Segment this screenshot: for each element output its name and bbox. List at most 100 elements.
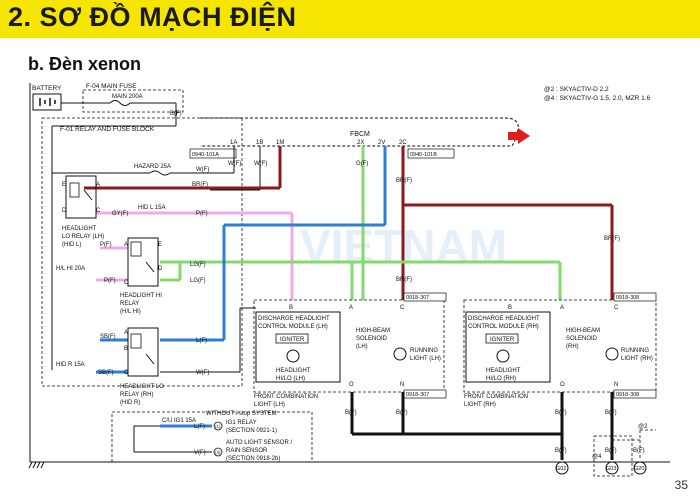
svg-text:RUNNING: RUNNING — [621, 348, 649, 354]
svg-text:LO RELAY (LH): LO RELAY (LH) — [62, 234, 104, 240]
svg-text:E: E — [158, 242, 162, 248]
page-title: 2. SƠ ĐỒ MẠCH ĐIỆN — [8, 2, 297, 32]
svg-text:(4): (4) — [215, 450, 221, 455]
hid-l-relay: E A D C HEADLIGHT LO RELAY (LH) (HID L) — [62, 175, 104, 248]
headlight-lh-icon — [286, 349, 300, 363]
svg-text:1A: 1A — [230, 140, 237, 146]
svg-text:(LH): (LH) — [356, 344, 368, 350]
main-fuse-label: F-04 MAIN FUSE — [86, 83, 137, 90]
title-banner: 2. SƠ ĐỒ MẠCH ĐIỆN — [0, 0, 700, 38]
svg-text:W(F): W(F) — [196, 370, 209, 376]
ground-ticks — [28, 461, 45, 469]
svg-text:E: E — [62, 182, 66, 188]
svg-text:0918-308: 0918-308 — [616, 295, 639, 301]
svg-text:2C: 2C — [399, 140, 407, 146]
svg-text:@2: @2 — [638, 424, 648, 430]
svg-text:B(F): B(F) — [396, 410, 408, 416]
svg-text:SOLENOID: SOLENOID — [566, 336, 598, 342]
battery-box — [32, 93, 62, 111]
svg-text:B(F): B(F) — [605, 448, 617, 454]
svg-text:HEADLIGHT: HEADLIGHT — [276, 368, 311, 374]
svg-text:RELAY (RH): RELAY (RH) — [120, 392, 153, 398]
svg-text:(H/L HI): (H/L HI) — [120, 309, 141, 315]
svg-text:(SECTION 0918-2b): (SECTION 0918-2b) — [226, 456, 280, 462]
svg-text:1B: 1B — [256, 140, 263, 146]
svg-text:IGNITER: IGNITER — [280, 337, 305, 343]
svg-text:A: A — [349, 305, 353, 311]
fbcm-module: FBCM 1A 1B 1M 2X 2V 2C 0940-101A 0940-10… — [189, 117, 530, 159]
svg-text:HI/LO (LH): HI/LO (LH) — [276, 376, 305, 382]
blue-wires — [96, 146, 387, 428]
istop-box: WITHOUT i-stop SYSTEM C/U IG1 15A V(F) (… — [111, 411, 313, 463]
svg-text:HID L 15A: HID L 15A — [138, 205, 165, 211]
svg-text:B(F): B(F) — [633, 448, 645, 454]
svg-text:B(F): B(F) — [605, 410, 617, 416]
svg-text:IGNITER: IGNITER — [490, 337, 515, 343]
svg-text:B: B — [508, 305, 512, 311]
lamp-module-rh: 0918-308 DISCHARGE HEADLIGHT CONTROL MOD… — [463, 292, 657, 408]
svg-text:LG(F): LG(F) — [190, 278, 206, 284]
svg-text:HEADLIGHT: HEADLIGHT — [486, 368, 521, 374]
svg-text:C: C — [614, 305, 619, 311]
svg-text:W(F): W(F) — [254, 161, 267, 167]
svg-text:AUTO LIGHT SENSOR /: AUTO LIGHT SENSOR / — [226, 440, 292, 446]
hazard-circuit: HAZARD 25A — [52, 146, 261, 191]
notes: @2 : SKYACTIV-D 2.2 @4 : SKYACTIV-G 1.5,… — [544, 86, 651, 102]
svg-text:G02: G02 — [556, 466, 566, 472]
svg-text:0918-307: 0918-307 — [406, 295, 429, 301]
svg-text:C: C — [96, 208, 101, 214]
running-light-rh-icon — [605, 347, 619, 361]
svg-text:IG1 RELAY: IG1 RELAY — [226, 420, 257, 426]
svg-text:HI/LO (RH): HI/LO (RH) — [486, 376, 516, 382]
svg-text:W(F): W(F) — [228, 161, 241, 167]
svg-text:2V: 2V — [378, 140, 385, 146]
ground-dashes — [593, 429, 656, 477]
svg-text:O: O — [349, 382, 354, 388]
svg-text:SB(F): SB(F) — [100, 334, 116, 340]
svg-text:B(F): B(F) — [555, 410, 567, 416]
svg-text:HAZARD 25A: HAZARD 25A — [134, 164, 171, 170]
svg-text:C: C — [400, 305, 405, 311]
ground-wires — [350, 392, 614, 460]
svg-text:V(F): V(F) — [194, 450, 206, 456]
relay-block-frame — [41, 117, 243, 387]
svg-text:HID R 15A: HID R 15A — [56, 362, 85, 368]
svg-text:0918-308: 0918-308 — [616, 392, 639, 398]
svg-text:HIGH-BEAM: HIGH-BEAM — [356, 328, 390, 334]
svg-text:RELAY: RELAY — [120, 301, 139, 307]
hl-hi-relay: A E D C HEADLIGHT HI RELAY (H/L HI) — [120, 237, 163, 315]
lamp-module-lh: 0918-307 DISCHARGE HEADLIGHT CONTROL MOD… — [253, 292, 447, 408]
svg-text:HEADLIGHT LO: HEADLIGHT LO — [120, 384, 164, 390]
wf-lamp-wire — [160, 307, 256, 373]
svg-text:C/U IG1 15A: C/U IG1 15A — [162, 418, 196, 424]
svg-text:WITHOUT i-stop SYSTEM: WITHOUT i-stop SYSTEM — [206, 411, 277, 417]
svg-text:HEADLIGHT HI: HEADLIGHT HI — [120, 293, 162, 299]
main-fuse: F-04 MAIN FUSE MAIN 200A B(F) — [61, 83, 184, 118]
relay-block-label: F-01 RELAY AND FUSE BLOCK — [60, 126, 155, 133]
svg-text:B(F): B(F) — [345, 410, 357, 416]
svg-text:LIGHT (LH): LIGHT (LH) — [410, 356, 441, 362]
relay-fuse-block: F-01 RELAY AND FUSE BLOCK — [41, 117, 243, 387]
battery: BATTERY — [32, 85, 62, 111]
green-wires — [160, 146, 562, 300]
hid-r-relay: A B C HEADLIGHT LO RELAY (RH) (HID R) — [120, 327, 164, 406]
ground-g20: G20 — [633, 461, 647, 475]
svg-text:D: D — [158, 266, 163, 272]
svg-text:G(F): G(F) — [356, 161, 368, 167]
fbcm-connector-a: 0940-101A — [192, 152, 219, 158]
svg-text:(HID R): (HID R) — [120, 400, 140, 406]
svg-text:P(F): P(F) — [104, 278, 116, 284]
svg-text:DISCHARGE HEADLIGHT: DISCHARGE HEADLIGHT — [258, 316, 330, 322]
continue-arrow-icon — [508, 128, 530, 144]
svg-text:DISCHARGE HEADLIGHT: DISCHARGE HEADLIGHT — [468, 316, 540, 322]
svg-text:C: C — [124, 370, 129, 376]
svg-text:G03: G03 — [606, 466, 616, 472]
fbcm-connector-b: 0940-101B — [410, 152, 437, 158]
svg-text:N: N — [614, 382, 618, 388]
svg-text:HIGH-BEAM: HIGH-BEAM — [566, 328, 600, 334]
svg-text:(HID L): (HID L) — [62, 242, 81, 248]
svg-text:0918-307: 0918-307 — [406, 392, 429, 398]
svg-text:D: D — [62, 208, 67, 214]
svg-text:P(F): P(F) — [100, 242, 112, 248]
svg-text:B: B — [124, 346, 128, 352]
